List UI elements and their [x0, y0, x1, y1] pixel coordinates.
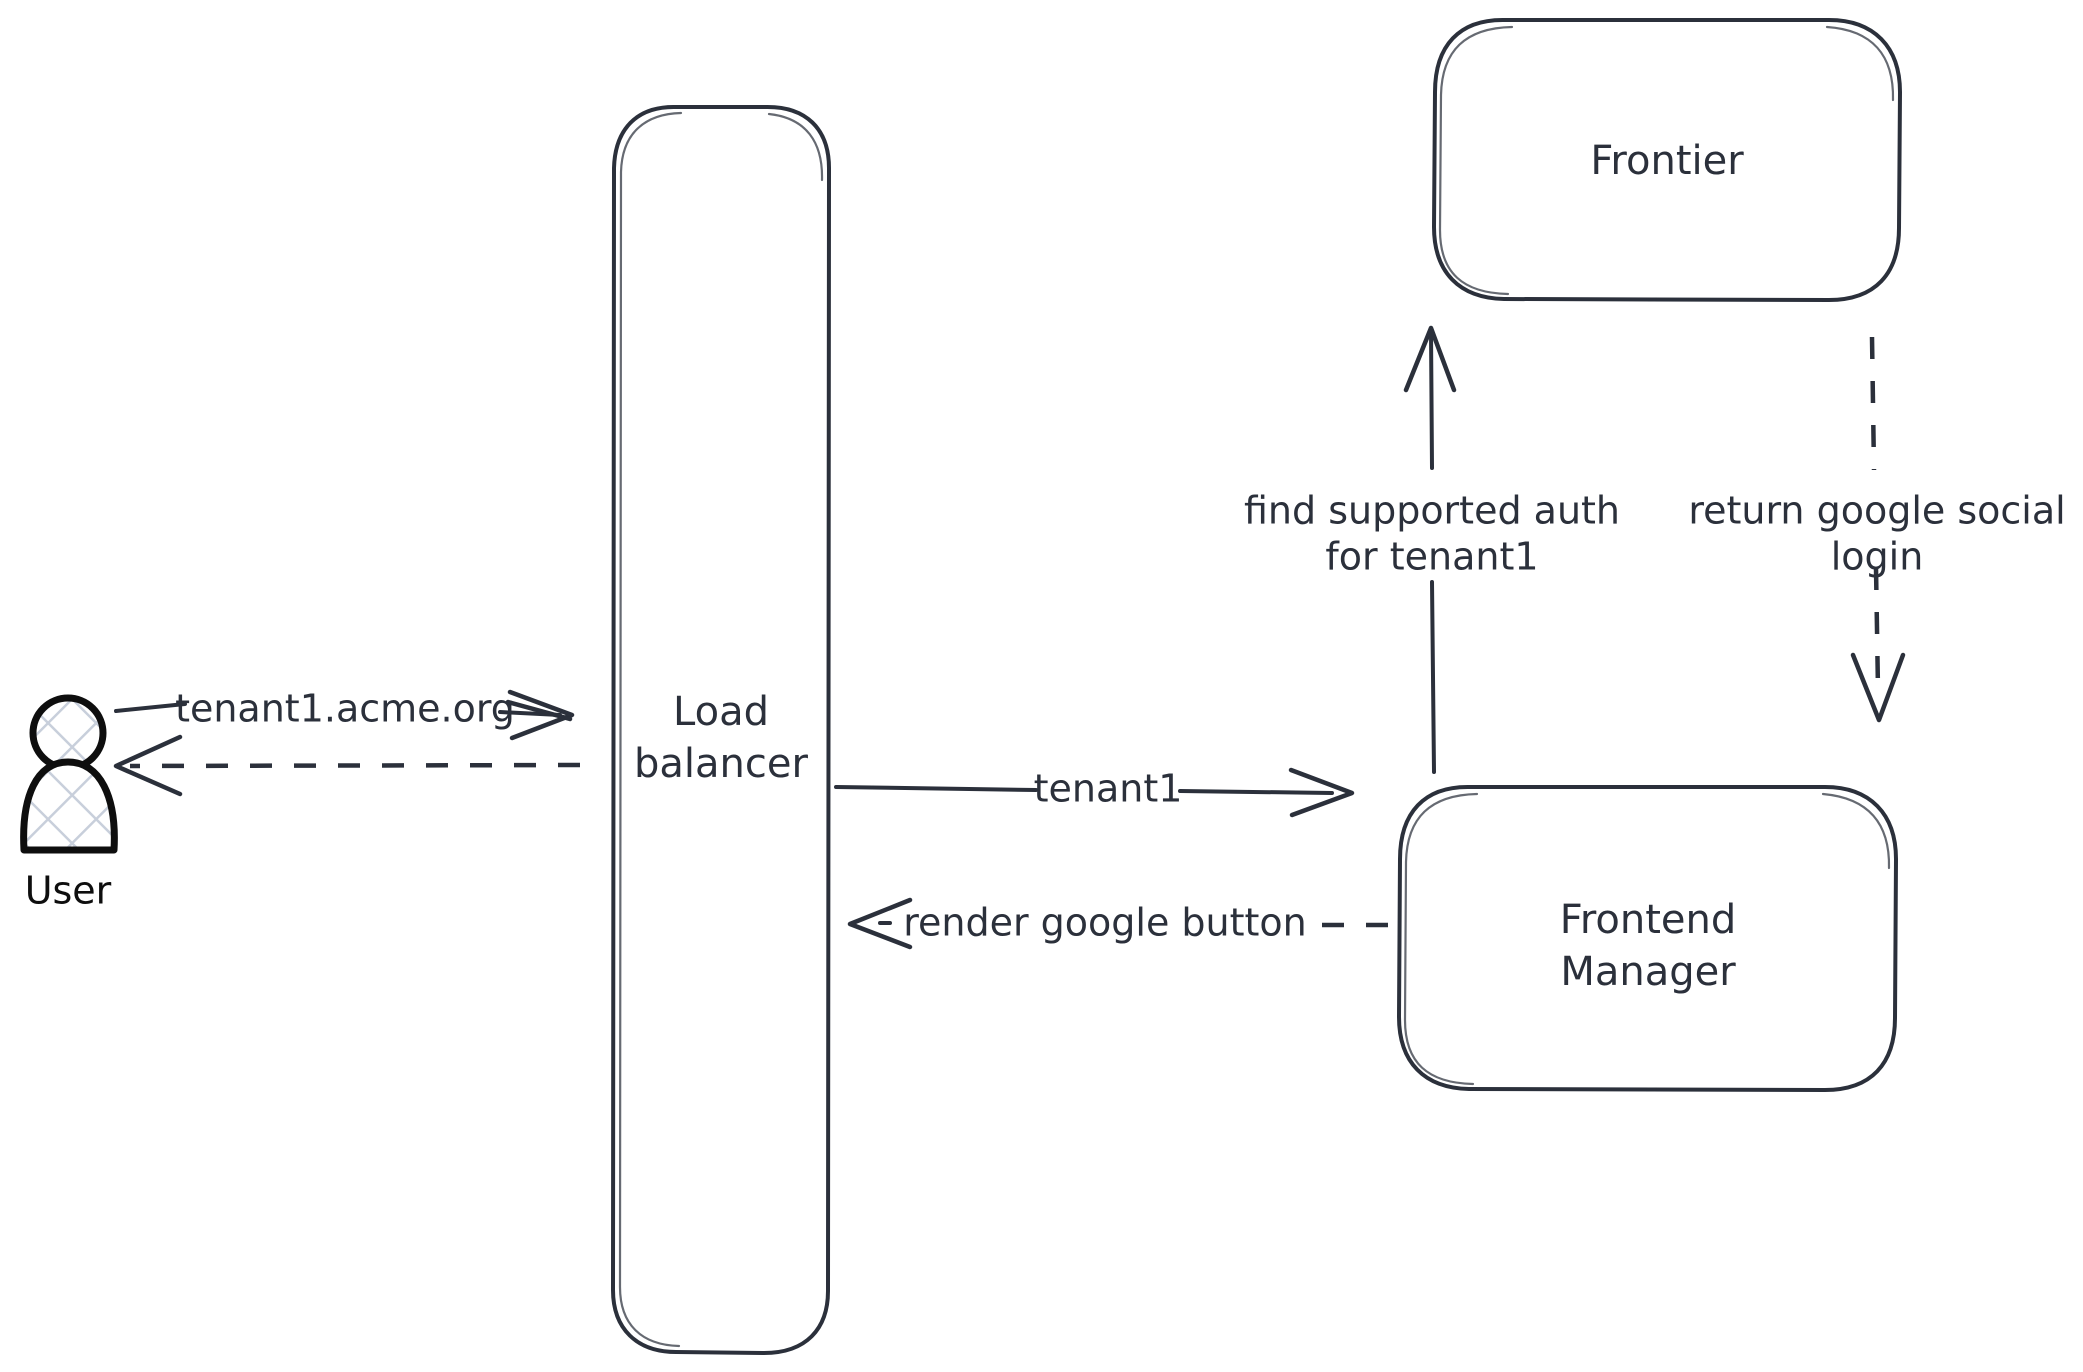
edge-lb-to-fm[interactable]: tenant1 [834, 767, 1355, 818]
edge-label-return-google-social-line1: return google social [1688, 489, 2065, 533]
user-body-icon [20, 758, 118, 854]
actor-user[interactable]: User [20, 694, 118, 913]
node-label-frontend-manager-line1: Frontend [1560, 897, 1737, 943]
edge-label-tenant1: tenant1 [1034, 767, 1183, 811]
node-frontier[interactable]: Frontier [1432, 17, 1902, 302]
edge-fm-to-lb[interactable]: render google button [847, 897, 1388, 950]
node-label-frontier: Frontier [1590, 138, 1744, 184]
node-label-load-balancer-line2: balancer [634, 741, 808, 787]
actor-label-user: User [25, 869, 112, 913]
edge-label-return-google-social-line2: login [1831, 535, 1924, 579]
node-label-frontend-manager-line2: Manager [1560, 949, 1736, 995]
edge-user-to-lb[interactable]: tenant1.acme.org [114, 687, 575, 741]
edge-label-render-google-button: render google button [903, 901, 1307, 945]
node-label-load-balancer-line1: Load [673, 689, 769, 735]
node-load-balancer[interactable]: Load balancer [611, 104, 831, 1355]
edge-frontier-to-fm[interactable]: return google social login [1688, 336, 2066, 723]
edge-label-find-supported-auth-line1: find supported auth [1244, 489, 1620, 533]
edge-label-tenant1-acme-org: tenant1.acme.org [175, 687, 515, 731]
edge-lb-to-user[interactable] [113, 734, 581, 797]
user-head-icon [29, 694, 107, 772]
edge-fm-to-frontier[interactable]: find supported auth for tenant1 [1244, 325, 1620, 774]
edge-label-find-supported-auth-line2: for tenant1 [1325, 535, 1538, 579]
node-frontend-manager[interactable]: Frontend Manager [1397, 784, 1898, 1092]
